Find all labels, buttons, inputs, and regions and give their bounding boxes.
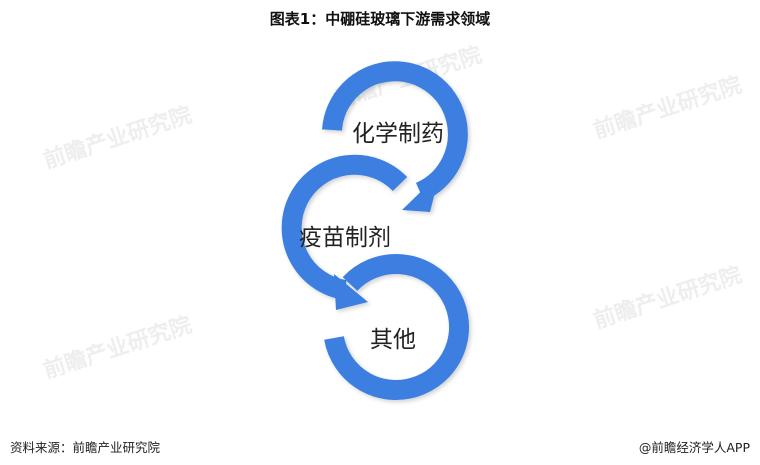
source-note: 资料来源：前瞻产业研究院 <box>10 440 161 455</box>
ring-chemical-pharma <box>322 61 468 212</box>
ring-vaccine <box>281 154 408 310</box>
ring-arc <box>324 254 470 400</box>
brand-note: @前瞻经济学人APP <box>638 440 750 455</box>
ring-arc <box>281 154 408 300</box>
diagram-title: 图表1：中硼硅玻璃下游需求领域 <box>269 10 491 28</box>
ring-other <box>324 254 470 400</box>
item-label: 疫苗制剂 <box>299 225 391 251</box>
item-label: 其他 <box>370 327 416 353</box>
item-label: 化学制药 <box>352 121 444 147</box>
ring-arc <box>322 61 468 202</box>
arrow-head <box>402 173 440 212</box>
arrow-head <box>334 274 368 310</box>
